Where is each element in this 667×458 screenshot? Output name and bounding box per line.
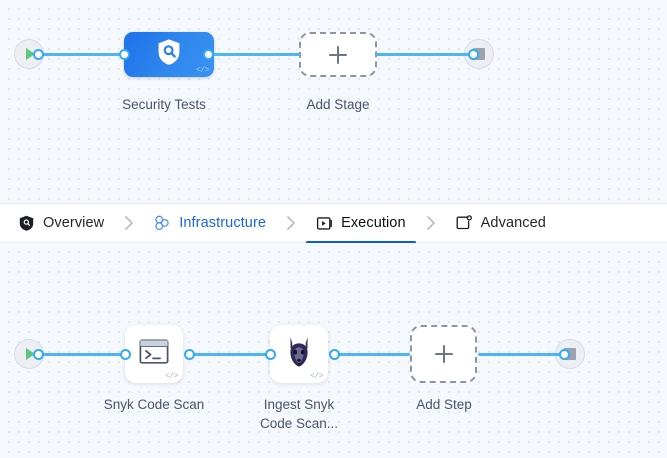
link-start-to-snyk-code-scan bbox=[36, 353, 124, 356]
tab-execution-label: Execution bbox=[341, 215, 406, 231]
add-stage-button[interactable] bbox=[299, 32, 377, 77]
stage-graph-canvas[interactable]: </> Security Tests Add Stage bbox=[0, 0, 667, 203]
chevron-right-icon bbox=[416, 215, 446, 231]
chevron-right-icon bbox=[114, 215, 144, 231]
link-start-to-security-tests bbox=[36, 53, 126, 56]
code-badge-icon: </> bbox=[310, 372, 323, 381]
tab-advanced-label: Advanced bbox=[480, 215, 546, 231]
play-icon bbox=[26, 348, 35, 360]
tab-execution[interactable]: Execution bbox=[306, 203, 416, 244]
add-step-button[interactable] bbox=[410, 325, 477, 383]
pipeline-section-tabs[interactable]: Overview Infrastructure Execution bbox=[0, 203, 667, 244]
shield-icon bbox=[18, 215, 35, 232]
step-graph-canvas[interactable]: </> Snyk Code Scan </> Ingest Snyk Code … bbox=[0, 243, 667, 458]
execution-play-icon bbox=[316, 215, 333, 232]
advanced-settings-icon bbox=[456, 215, 473, 232]
plus-icon bbox=[329, 45, 347, 64]
link-security-tests-to-add-stage bbox=[208, 53, 301, 56]
link-snyk-code-scan-to-ingest bbox=[189, 353, 271, 356]
chevron-right-icon bbox=[276, 215, 306, 231]
step-label-ingest-snyk-code-scan: Ingest Snyk Code Scan... bbox=[259, 397, 339, 431]
tab-advanced[interactable]: Advanced bbox=[446, 203, 556, 243]
step-end-input-port[interactable] bbox=[559, 349, 570, 360]
step-node-snyk-code-scan[interactable]: </> bbox=[125, 325, 183, 383]
tab-infrastructure-label: Infrastructure bbox=[179, 215, 267, 231]
stage-label-security-tests: Security Tests bbox=[122, 97, 206, 112]
step-start-output-port[interactable] bbox=[33, 349, 44, 360]
snyk-code-scan-input-port[interactable] bbox=[120, 349, 131, 360]
infrastructure-icon bbox=[154, 215, 171, 232]
step-label-snyk-code-scan: Snyk Code Scan bbox=[103, 397, 205, 412]
link-ingest-to-add-step bbox=[334, 353, 410, 356]
stage-node-security-tests[interactable]: </> bbox=[124, 32, 214, 77]
ingest-snyk-input-port[interactable] bbox=[265, 349, 276, 360]
ingest-snyk-output-port[interactable] bbox=[329, 349, 340, 360]
code-badge-icon: </> bbox=[196, 66, 209, 75]
security-tests-output-port[interactable] bbox=[203, 49, 214, 60]
tab-overview-label: Overview bbox=[43, 215, 105, 231]
link-add-step-to-end bbox=[478, 353, 564, 356]
step-node-ingest-snyk-code-scan[interactable]: </> bbox=[270, 325, 328, 383]
link-add-stage-to-end bbox=[375, 53, 473, 56]
plus-icon bbox=[434, 345, 453, 363]
add-step-label: Add Step bbox=[416, 397, 472, 412]
snyk-code-scan-output-port[interactable] bbox=[184, 349, 195, 360]
snyk-doberman-icon bbox=[285, 336, 313, 373]
start-node-output-port[interactable] bbox=[33, 49, 44, 60]
shield-search-icon bbox=[156, 38, 182, 71]
tab-overview[interactable]: Overview bbox=[8, 203, 114, 243]
tab-infrastructure[interactable]: Infrastructure bbox=[144, 203, 276, 243]
end-node-input-port[interactable] bbox=[468, 49, 479, 60]
add-stage-label: Add Stage bbox=[306, 97, 370, 112]
terminal-icon bbox=[139, 339, 169, 370]
security-tests-input-port[interactable] bbox=[119, 49, 130, 60]
code-badge-icon: </> bbox=[165, 372, 178, 381]
play-icon bbox=[26, 48, 35, 60]
